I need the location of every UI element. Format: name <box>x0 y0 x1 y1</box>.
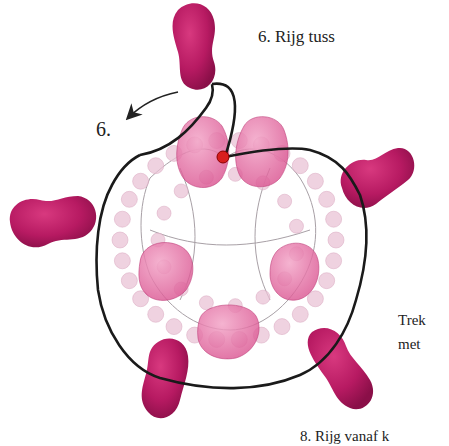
seed-bead <box>199 296 213 310</box>
seed-bead <box>114 253 130 269</box>
instruction-text: Trek <box>398 312 426 329</box>
seed-bead <box>307 173 323 189</box>
seed-bead <box>292 158 308 174</box>
seed-bead <box>166 319 182 335</box>
seed-bead <box>157 206 171 220</box>
direction-arrow <box>128 92 178 118</box>
seed-bead <box>148 158 164 174</box>
instruction-text: met <box>398 336 421 353</box>
seed-bead <box>121 191 137 207</box>
seed-bead <box>319 191 335 207</box>
seed-bead <box>326 211 342 227</box>
seed-bead <box>274 319 290 335</box>
callout-number: 6. <box>96 118 111 140</box>
seed-bead <box>319 273 335 289</box>
instruction-text: 8. Rijg vanaf k <box>300 428 389 445</box>
seed-bead <box>133 173 149 189</box>
thread-loop <box>97 84 367 389</box>
seed-bead <box>328 232 344 248</box>
seed-bead <box>256 290 270 304</box>
instruction-text: 6. Rijg tuss <box>258 28 335 47</box>
inner-thread <box>141 149 316 330</box>
start-dot <box>217 151 229 163</box>
seed-bead <box>326 253 342 269</box>
seed-bead <box>148 306 164 322</box>
seed-bead <box>289 219 303 233</box>
seed-bead <box>121 273 137 289</box>
seed-bead <box>292 306 308 322</box>
seed-bead <box>278 194 292 208</box>
inner-beads <box>139 117 319 359</box>
outer-beads <box>10 3 414 418</box>
seed-bead <box>174 184 188 198</box>
seed-bead <box>112 232 128 248</box>
seed-bead <box>114 211 130 227</box>
